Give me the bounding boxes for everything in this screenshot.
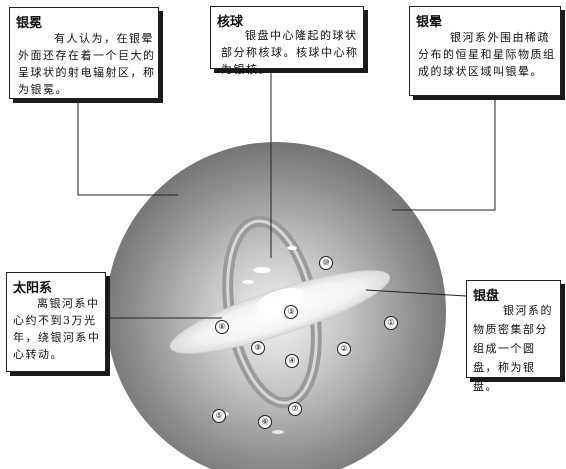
callout-bulge-text: 银盘中心隆起的球状部分称核球。核球中心称为银核。 xyxy=(221,29,359,76)
callout-bulge-title: 核球 xyxy=(217,15,244,30)
callout-solar-system: 太阳系 离银河系中心约不到3万光年，绕银河系中心转动。 xyxy=(6,272,106,372)
callout-disk-text: 银河系的物质密集部分组成一个圆盘，称为银盘。 xyxy=(473,304,553,393)
star-cluster-patch xyxy=(242,280,254,284)
callout-solar-system-text: 离银河系中心约不到3万光年，绕银河系中心转动。 xyxy=(13,297,101,361)
callout-halo: 银冕 有人认为，在银晕外面还存在着一个巨大的呈球状的射电辐射区，称为银冕。 xyxy=(9,7,159,99)
marker-10: ⑩ xyxy=(319,256,333,270)
marker-9: ⑨ xyxy=(251,341,265,355)
star-cluster-patch xyxy=(287,246,297,250)
marker-2: ② xyxy=(337,342,351,356)
callout-corona: 银晕 银河系外围由稀疏分布的恒星和星际物质组成的球状区域叫银晕。 xyxy=(409,6,561,96)
callout-disk-title: 银盘 xyxy=(473,289,500,304)
marker-7: ⑦ xyxy=(288,402,302,416)
marker-3: ③ xyxy=(284,305,298,319)
callout-solar-system-title: 太阳系 xyxy=(13,281,53,296)
marker-1: ① xyxy=(384,316,398,330)
callout-corona-title: 银晕 xyxy=(416,15,443,30)
marker-4: ④ xyxy=(285,354,299,368)
callout-corona-text: 银河系外围由稀疏分布的恒星和星际物质组成的球状区域叫银晕。 xyxy=(418,31,556,78)
callout-bulge: 核球 银盘中心隆起的球状部分称核球。核球中心称为银核。 xyxy=(210,6,364,76)
callout-halo-text: 有人认为，在银晕外面还存在着一个巨大的呈球状的射电辐射区，称为银冕。 xyxy=(18,32,156,96)
leader-lines xyxy=(77,69,496,319)
marker-5: ⑤ xyxy=(212,409,226,423)
marker-6: ⑥ xyxy=(258,415,272,429)
callout-halo-title: 银冕 xyxy=(16,16,43,31)
star-cluster-patch xyxy=(272,430,284,434)
marker-8: ⑧ xyxy=(215,320,229,334)
central-bulge xyxy=(256,287,304,313)
star-cluster-patch xyxy=(253,267,271,273)
callout-disk: 银盘 银河系的物质密集部分组成一个圆盘，称为银盘。 xyxy=(466,280,561,393)
